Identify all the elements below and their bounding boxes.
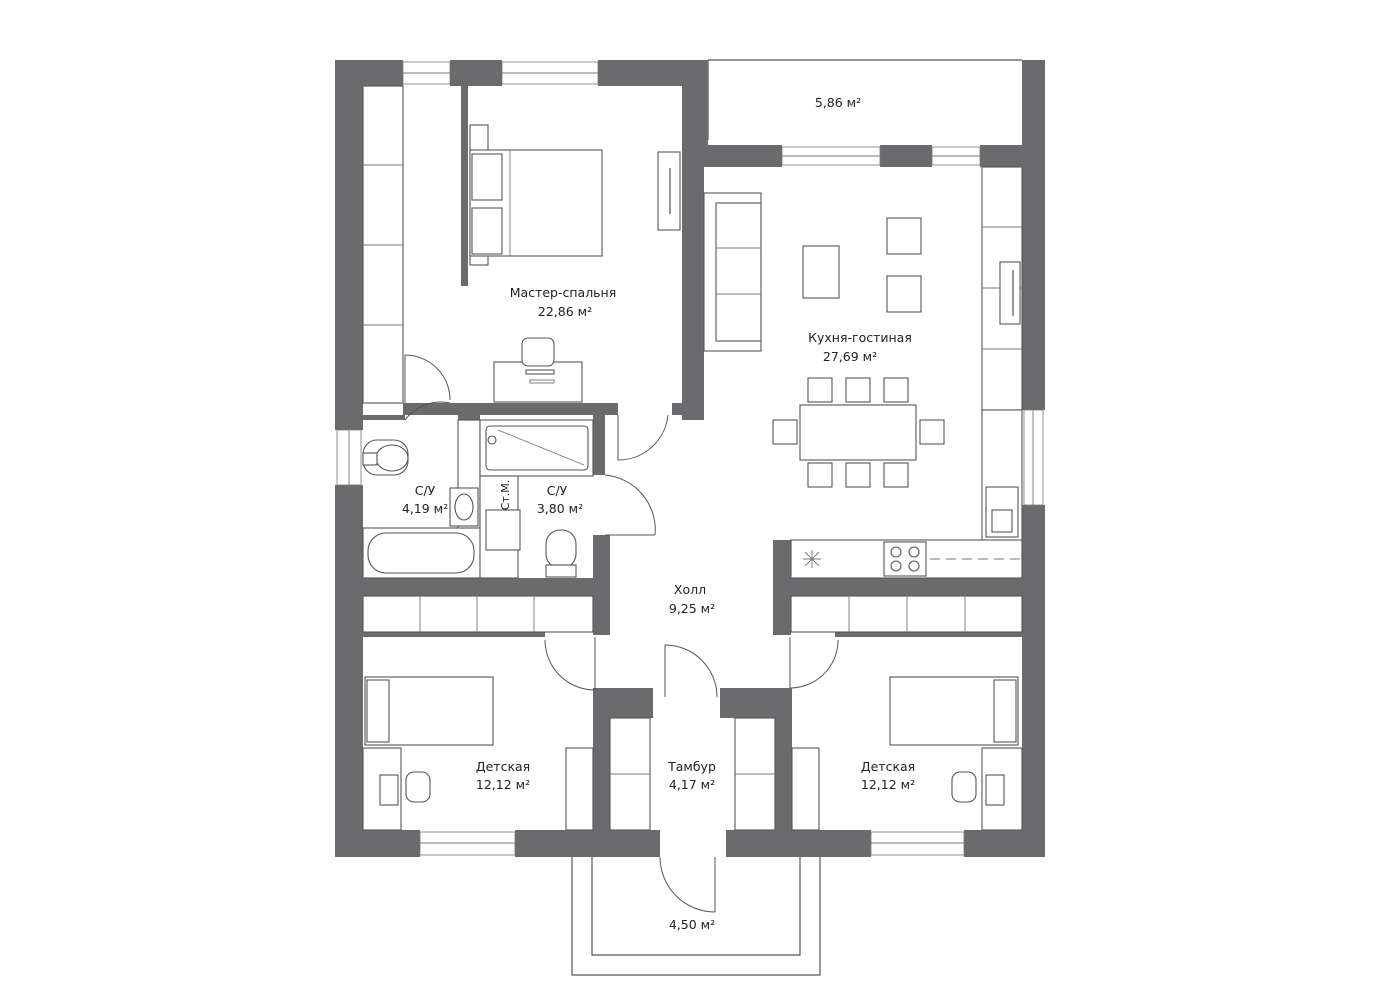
hall-name: Холл bbox=[674, 582, 706, 597]
laundry-label: Ст.М. bbox=[499, 480, 512, 511]
balcony-area: 5,86 м² bbox=[815, 95, 861, 110]
vestibule-area: 4,17 м² bbox=[669, 777, 715, 792]
kitchen-living-name: Кухня-гостиная bbox=[808, 330, 912, 345]
vestibule-name: Тамбур bbox=[667, 759, 716, 774]
vestibule-furniture bbox=[609, 717, 776, 831]
master-bedroom-name: Мастер-спальня bbox=[510, 285, 617, 300]
kitchen-living-furniture bbox=[703, 166, 1023, 579]
kids-left-furniture bbox=[362, 595, 594, 831]
porch-outline bbox=[571, 855, 821, 976]
kids-left-name: Детская bbox=[476, 759, 530, 774]
master-bedroom-furniture bbox=[362, 85, 681, 404]
kids-right-name: Детская bbox=[861, 759, 915, 774]
room-labels: Мастер-спальня 22,86 м² Кухня-гостиная 2… bbox=[402, 95, 915, 932]
kitchen-living-area: 27,69 м² bbox=[823, 349, 877, 364]
hall-area: 9,25 м² bbox=[669, 601, 715, 616]
bathroom-2-area: 3,80 м² bbox=[537, 501, 583, 516]
windows bbox=[336, 61, 1044, 856]
bathroom-1-area: 4,19 м² bbox=[402, 501, 448, 516]
bathroom-2-furniture bbox=[479, 419, 656, 579]
hall-doors bbox=[544, 414, 839, 913]
bathroom-1-name: С/У bbox=[415, 483, 436, 498]
bathroom-1-furniture bbox=[362, 401, 482, 579]
porch-area: 4,50 м² bbox=[669, 917, 715, 932]
master-bedroom-area: 22,86 м² bbox=[538, 304, 592, 319]
balcony-outline bbox=[707, 59, 1022, 140]
bathroom-2-name: С/У bbox=[547, 483, 568, 498]
kids-right-area: 12,12 м² bbox=[861, 777, 915, 792]
kids-right-furniture bbox=[790, 595, 1023, 831]
kids-left-area: 12,12 м² bbox=[476, 777, 530, 792]
